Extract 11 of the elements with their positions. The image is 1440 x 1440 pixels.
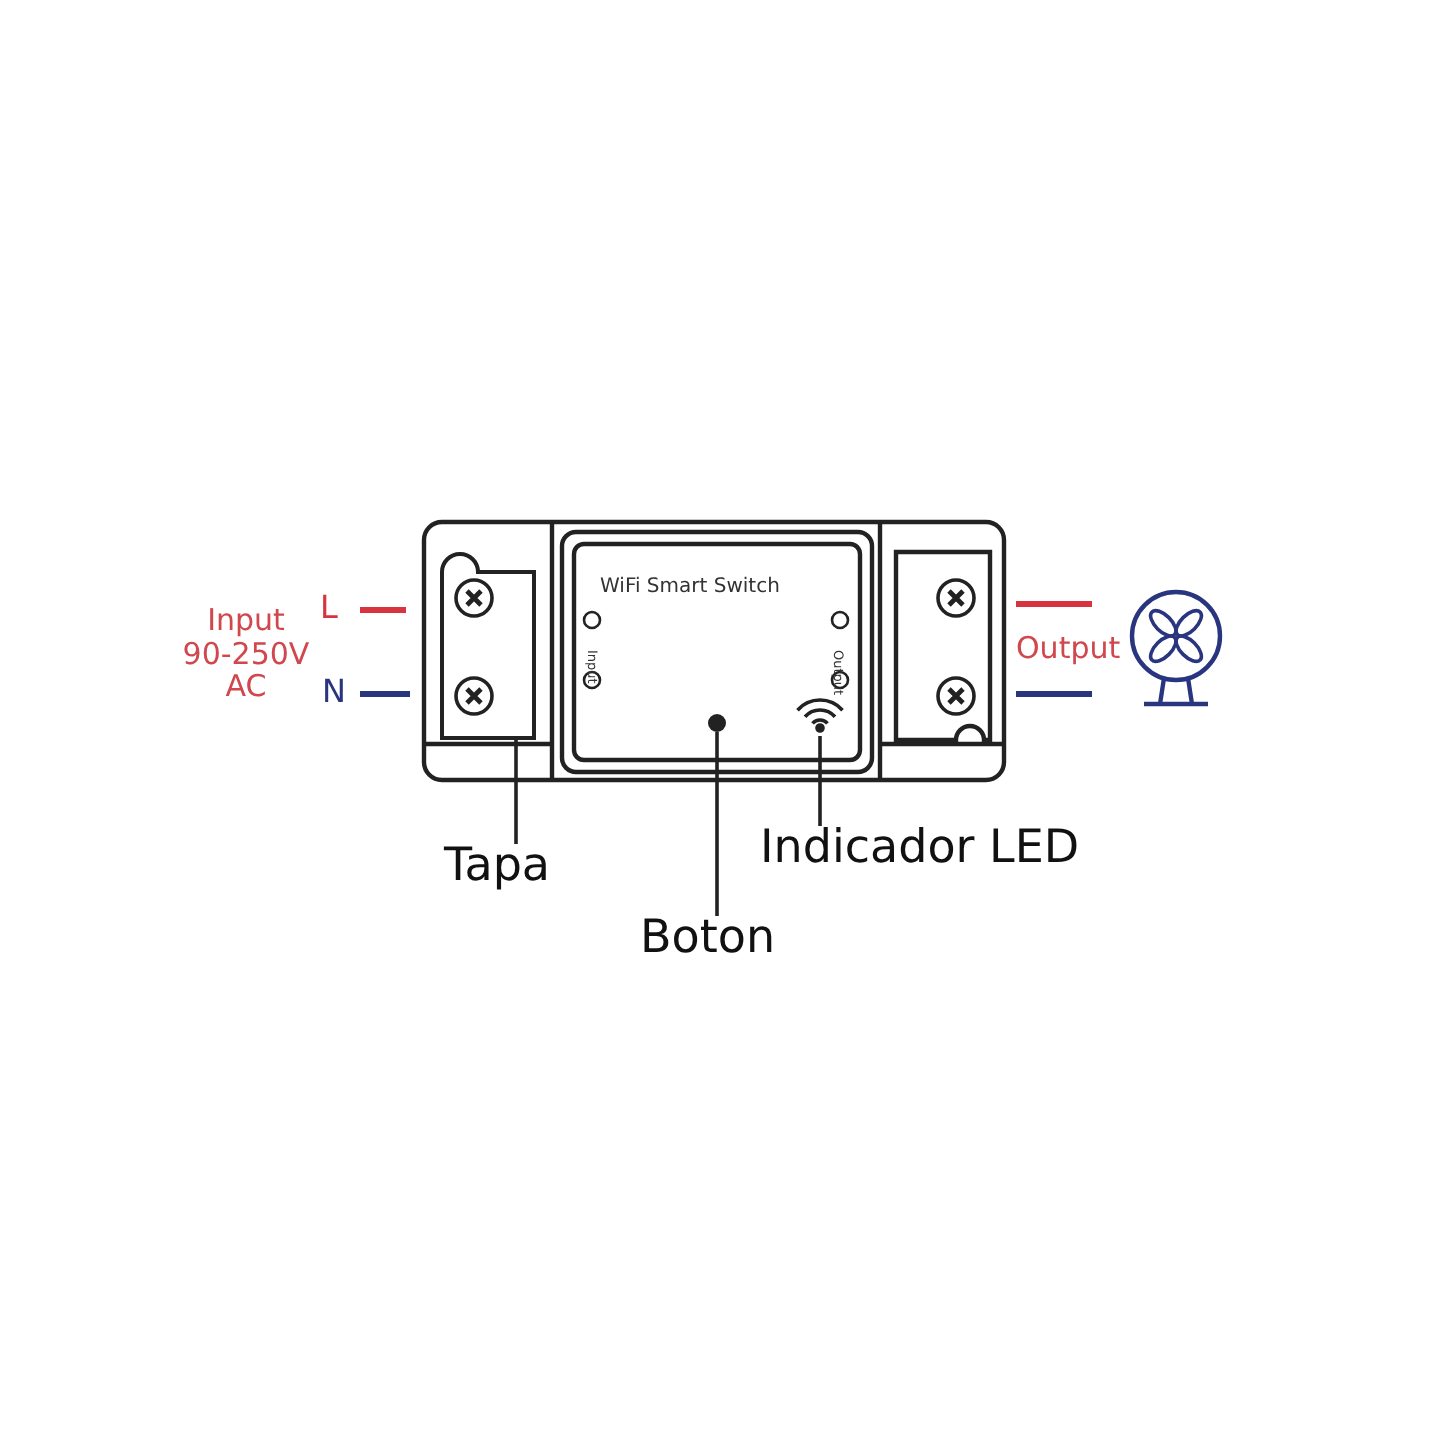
- leader-line: [818, 736, 822, 826]
- input-label: Input 90-250V AC: [180, 604, 312, 703]
- callout-text: Tapa: [444, 844, 551, 900]
- callout-text: Indicador LED: [760, 826, 1080, 882]
- output-label: Output: [1016, 632, 1121, 665]
- phase-label: L: [320, 590, 338, 626]
- leader-line: [715, 732, 719, 916]
- neutral-label: N: [322, 674, 346, 710]
- leader-line: [514, 740, 518, 844]
- device-label: WiFi Smart Switch: [600, 576, 780, 598]
- callout-text: Boton: [640, 916, 776, 968]
